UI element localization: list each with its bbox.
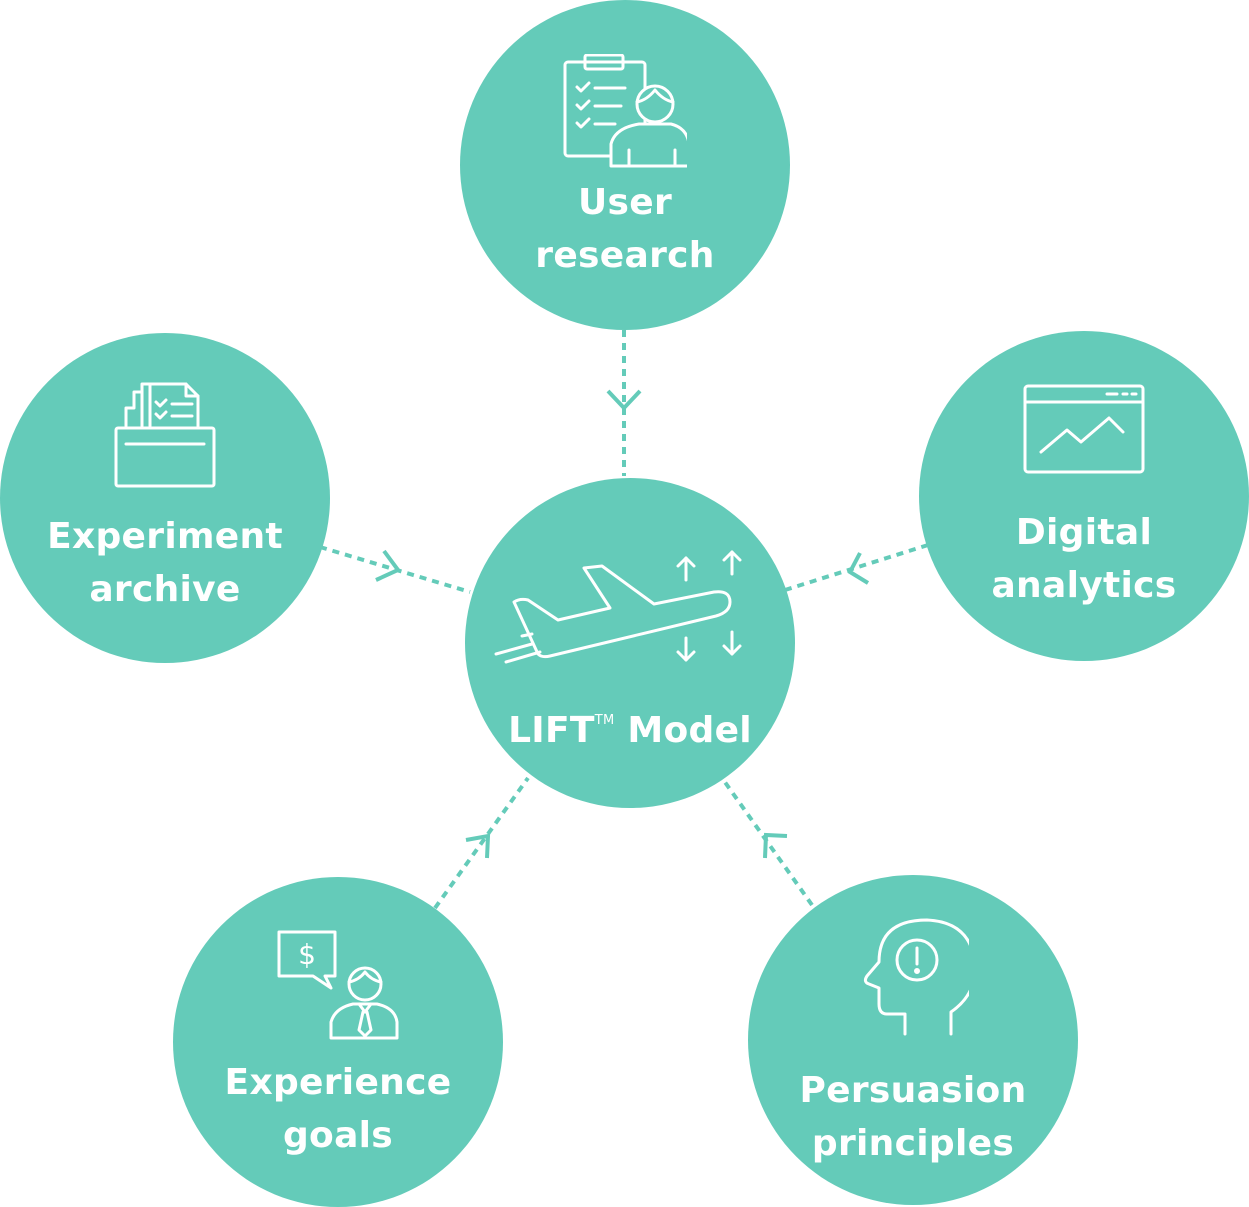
clipboard-person-icon [563,54,687,168]
speech-dollar-person-icon: $ [277,930,399,1040]
arrowhead-experience-goals [465,833,491,859]
head-exclamation-icon [863,918,969,1036]
label-line-1: User [577,182,673,223]
arrowhead-experiment-archive [375,549,402,582]
node-digital-analytics-label: Digital analytics [991,506,1176,612]
arrowhead-digital-analytics [847,552,870,585]
airplane-takeoff-icon [494,550,742,663]
node-digital-analytics: Digital analytics [919,331,1249,661]
lift-name: LIFT [508,709,595,751]
label-line-1: Digital [1015,512,1153,553]
svg-text:$: $ [298,938,316,971]
node-lift-model: LIFTTM Model [465,478,795,808]
node-persuasion-principles: Persuasion principles [748,875,1078,1205]
connector-experience-goals [433,776,530,910]
label-line-2: goals [282,1115,394,1156]
browser-chart-icon [1023,384,1145,474]
node-experiment-archive-label: Experiment archive [47,510,283,616]
node-user-research-label: User research [535,176,714,282]
label-line-2: principles [811,1123,1015,1164]
node-lift-model-label: LIFTTM Model [508,694,752,757]
label-line-1: Experiment [47,516,283,557]
node-persuasion-principles-label: Persuasion principles [799,1064,1026,1170]
label-line-1: Experience [224,1062,452,1103]
node-user-research: User research [460,0,790,330]
node-experiment-archive: Experiment archive [0,333,330,663]
connector-digital-analytics [784,543,929,592]
arrowhead-persuasion-principles [763,832,788,859]
node-experience-goals-label: Experience goals [225,1056,452,1162]
lift-suffix: Model [614,709,752,751]
node-experience-goals: $ Experience goals [173,877,503,1207]
arrowhead-user-research [606,389,642,411]
trademark-symbol: TM [594,712,615,728]
label-line-2: analytics [991,565,1177,606]
label-line-1: Persuasion [799,1070,1027,1111]
label-line-2: archive [89,569,241,610]
folder-documents-icon [114,382,216,488]
label-line-2: research [535,235,715,276]
